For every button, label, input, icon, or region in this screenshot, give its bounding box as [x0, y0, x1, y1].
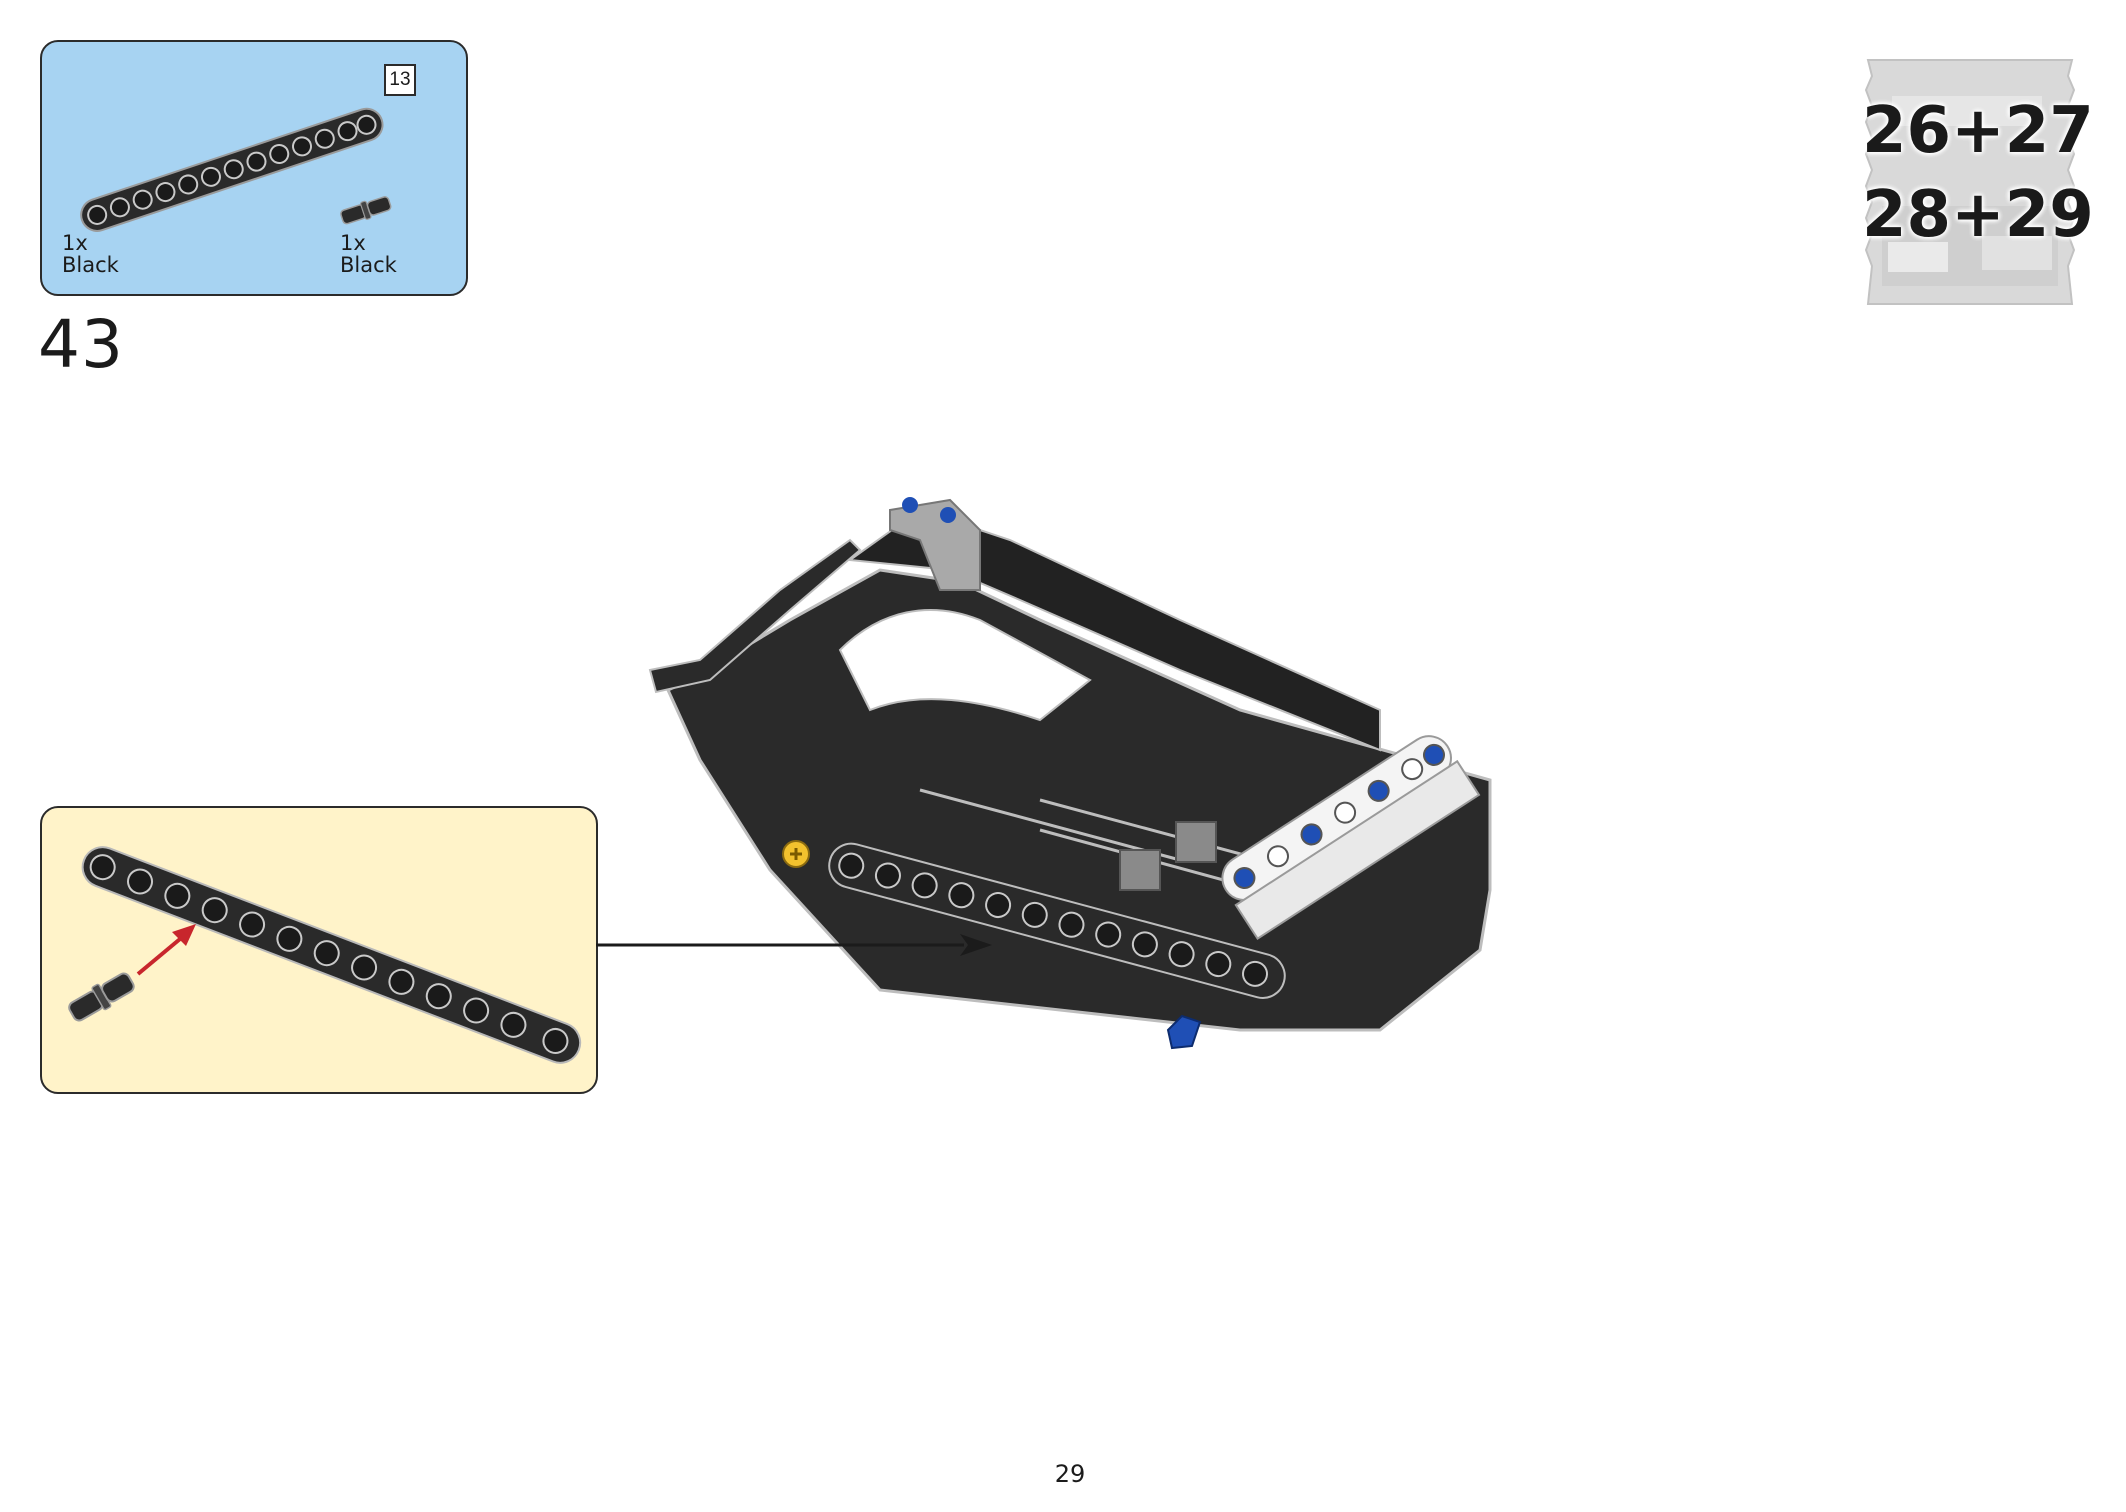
- subassembly-illustration: [68, 846, 582, 1064]
- connector-pin-icon: [68, 972, 135, 1022]
- part-color-name: Black: [62, 253, 119, 277]
- bag-numbers-bottom: 28+29: [1862, 178, 2094, 252]
- bag-indicator: 26+27 28+29: [1862, 56, 2094, 308]
- beam-13-icon: [80, 107, 384, 232]
- bag-numbers-top: 26+27: [1862, 94, 2094, 168]
- page-number: 29: [1054, 1460, 1086, 1488]
- part-quantity: 1x: [340, 231, 366, 255]
- bag-icon: [1864, 59, 2076, 305]
- part-color-name: Black: [340, 253, 397, 277]
- model-assembly-illustration: [648, 497, 1492, 1050]
- step-number: 43: [38, 306, 124, 383]
- connector-pin-icon: [340, 196, 392, 225]
- part-quantity: 1x: [62, 231, 88, 255]
- beam-length-badge: 13: [384, 64, 416, 96]
- insertion-arrow-icon: [136, 924, 196, 976]
- placement-arrow: [596, 934, 992, 956]
